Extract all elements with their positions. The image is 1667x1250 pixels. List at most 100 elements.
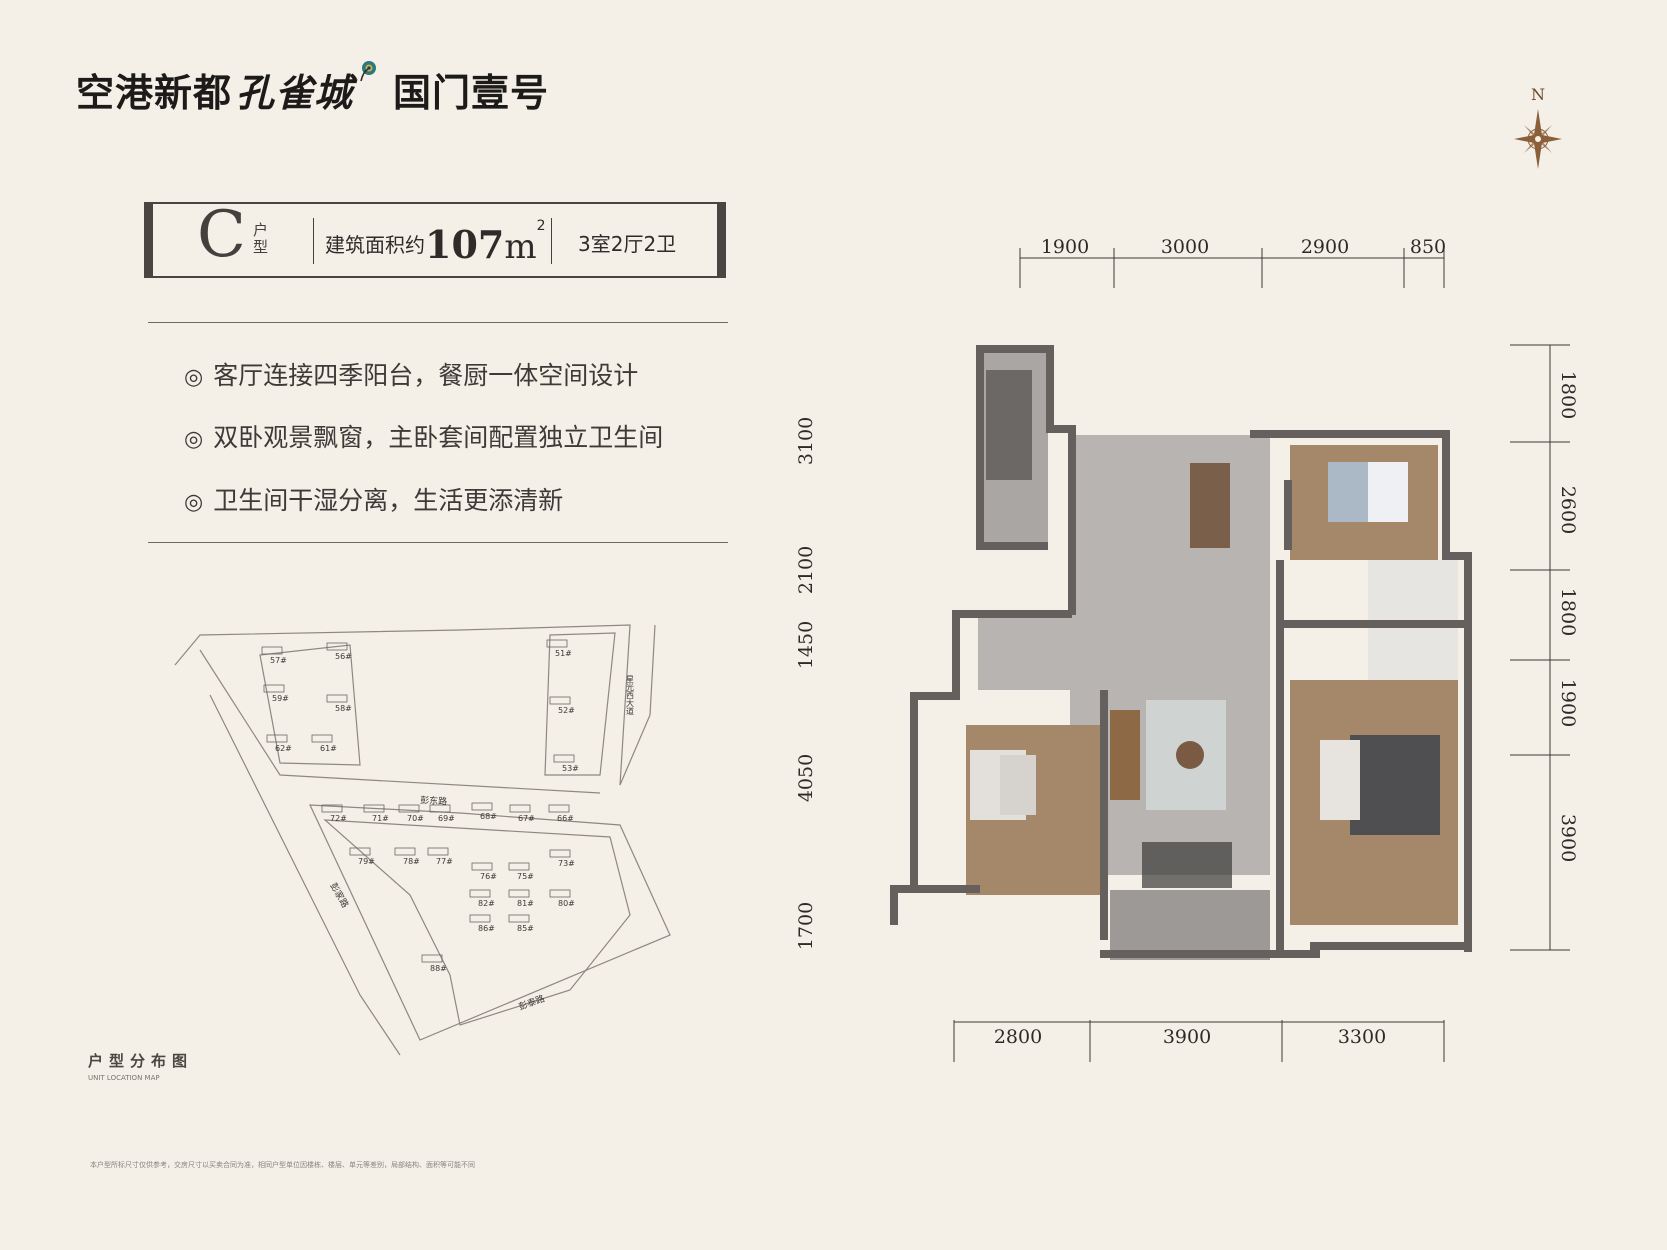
building-marker — [321, 804, 343, 813]
building-marker — [548, 804, 570, 813]
building-marker — [421, 954, 443, 963]
building-label: 86# — [478, 924, 495, 933]
location-map-label: 户型分布图 — [88, 1052, 194, 1070]
building-label: 53# — [562, 764, 579, 773]
feature-text: 双卧观景飘窗，主卧套间配置独立卫生间 — [213, 423, 664, 452]
building-marker — [546, 639, 568, 648]
unit-type-letter: C — [197, 198, 246, 272]
feature-item: ◎ 卫生间干湿分离，生活更添清新 — [184, 481, 563, 517]
building-marker — [471, 862, 493, 871]
dimension-label: 4050 — [795, 753, 817, 803]
unit-area-sup: 2 — [536, 218, 546, 234]
building-marker — [549, 696, 571, 705]
building-marker — [326, 642, 348, 651]
unit-area-unit: m — [504, 227, 537, 267]
divider-line — [148, 542, 728, 543]
dimension-label: 2600 — [1557, 485, 1579, 535]
building-label: 76# — [480, 872, 497, 881]
building-marker — [471, 802, 493, 811]
feature-mark: ◎ — [184, 365, 204, 390]
building-marker — [363, 804, 385, 813]
building-label: 51# — [555, 649, 572, 658]
dimension-label: 2100 — [795, 545, 817, 595]
dimension-label: 3300 — [1337, 1026, 1387, 1048]
building-label: 82# — [478, 899, 495, 908]
dimension-label: 3000 — [1160, 236, 1210, 258]
dimension-label: 850 — [1409, 236, 1447, 258]
building-label: 85# — [517, 924, 534, 933]
unit-area: 建筑面积约107m2 — [325, 218, 546, 267]
building-label: 73# — [558, 859, 575, 868]
building-marker — [263, 684, 285, 693]
building-marker — [553, 754, 575, 763]
building-marker — [469, 914, 491, 923]
unit-area-prefix: 建筑面积约 — [325, 233, 425, 257]
road-label: 星光西大道 — [626, 675, 635, 716]
building-label: 61# — [320, 744, 337, 753]
divider-line — [148, 322, 728, 323]
dimension-label: 3900 — [1557, 813, 1579, 863]
building-label: 62# — [275, 744, 292, 753]
building-marker — [549, 889, 571, 898]
location-map-label-en: UNIT LOCATION MAP — [88, 1074, 160, 1082]
building-label: 81# — [517, 899, 534, 908]
brand-name-1: 空港新都 — [76, 71, 233, 115]
building-label: 67# — [518, 814, 535, 823]
building-marker — [398, 804, 420, 813]
feature-text: 卫生间干湿分离，生活更添清新 — [213, 486, 564, 515]
unit-area-value: 107 — [425, 222, 505, 267]
building-marker — [508, 862, 530, 871]
feature-item: ◎ 双卧观景飘窗，主卧套间配置独立卫生间 — [184, 418, 663, 454]
floor-plan — [890, 248, 1570, 1062]
building-label: 79# — [358, 857, 375, 866]
dimension-label: 2800 — [993, 1026, 1043, 1048]
road-label: 彭东路 — [420, 794, 448, 807]
peacock-logo-icon — [360, 61, 377, 82]
unit-type-label: 户型 — [253, 221, 269, 256]
building-marker — [349, 847, 371, 856]
compass-north-label: N — [1531, 85, 1545, 104]
building-marker — [394, 847, 416, 856]
compass-icon: N — [1514, 85, 1562, 169]
building-marker — [427, 847, 449, 856]
building-label: 70# — [407, 814, 424, 823]
building-label: 52# — [558, 706, 575, 715]
building-marker — [266, 734, 288, 743]
building-marker — [429, 804, 451, 813]
building-marker — [549, 849, 571, 858]
building-label: 71# — [372, 814, 389, 823]
building-label: 58# — [335, 704, 352, 713]
building-label: 69# — [438, 814, 455, 823]
building-label: 80# — [558, 899, 575, 908]
building-label: 59# — [272, 694, 289, 703]
feature-item: ◎ 客厅连接四季阳台，餐厨一体空间设计 — [184, 356, 638, 392]
building-label: 68# — [480, 812, 497, 821]
building-label: 56# — [335, 652, 352, 661]
site-location-map: 57#56#51#59#58#52#62#61#53#72#71#70#69#6… — [174, 624, 671, 1056]
building-label: 78# — [403, 857, 420, 866]
dimension-label: 3100 — [795, 416, 817, 466]
building-label: 75# — [517, 872, 534, 881]
brand-title: 空港新都孔雀城国门壹号 — [76, 61, 550, 117]
brand-name-2: 孔雀城 — [236, 71, 354, 115]
building-marker — [261, 646, 283, 655]
dimension-label: 1800 — [1557, 370, 1579, 420]
dimension-label: 1700 — [795, 901, 817, 951]
building-marker — [469, 889, 491, 898]
dimension-label: 1900 — [1040, 236, 1090, 258]
building-marker — [508, 914, 530, 923]
dimension-label: 1800 — [1557, 587, 1579, 637]
building-marker — [508, 889, 530, 898]
feature-mark: ◎ — [184, 490, 204, 515]
divider — [551, 218, 552, 264]
dimension-label: 1450 — [795, 620, 817, 670]
building-markers: 57#56#51#59#58#52#62#61#53#72#71#70#69#6… — [261, 639, 579, 973]
building-label: 72# — [330, 814, 347, 823]
brand-name-3: 国门壹号 — [393, 71, 550, 115]
road-label: 彭泰路 — [517, 992, 546, 1013]
building-marker — [326, 694, 348, 703]
feature-text: 客厅连接四季阳台，餐厨一体空间设计 — [213, 361, 639, 390]
feature-mark: ◎ — [184, 427, 204, 452]
dimension-label: 1900 — [1557, 678, 1579, 728]
building-label: 88# — [430, 964, 447, 973]
